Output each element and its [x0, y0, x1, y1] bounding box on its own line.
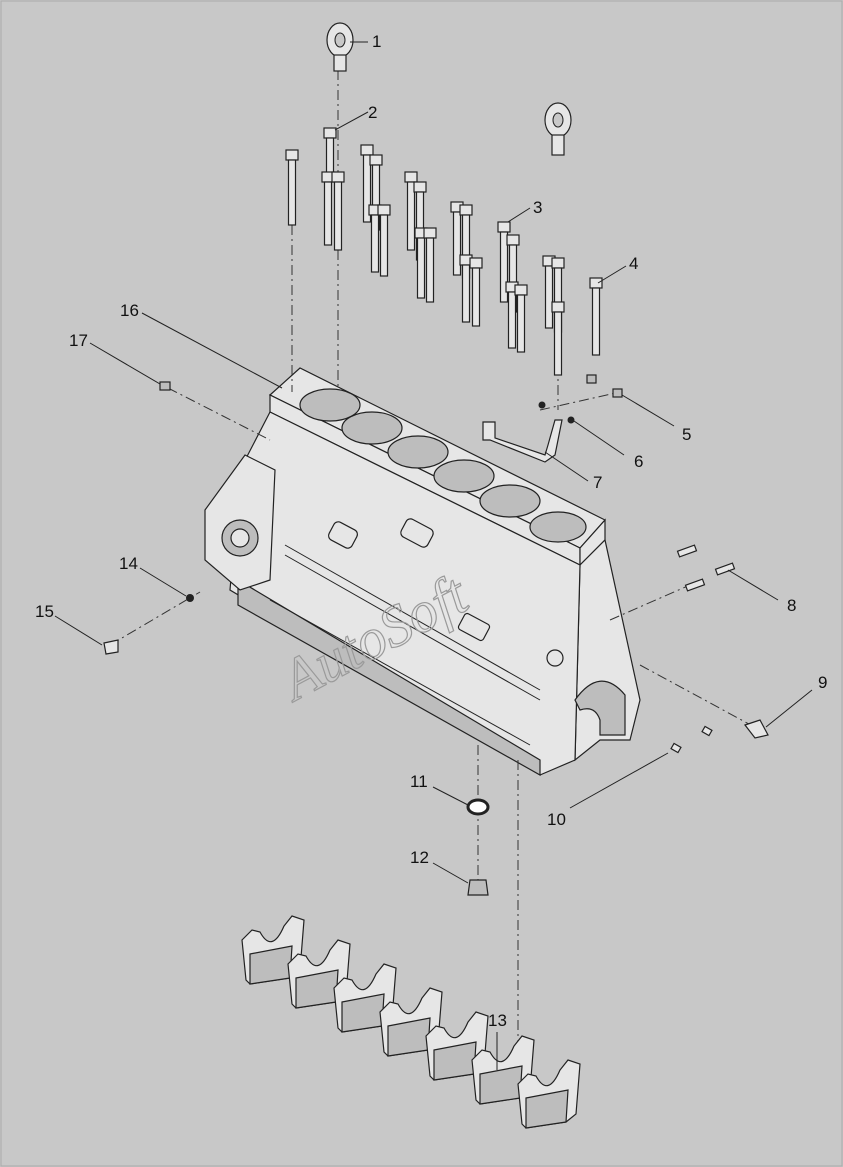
callout-16: 16	[120, 301, 139, 320]
head-bolt	[551, 301, 565, 376]
main-bearing-caps	[241, 915, 581, 1129]
washer-6	[567, 416, 575, 424]
head-bolt	[414, 227, 428, 299]
head-bolt	[469, 257, 483, 327]
head-bolt	[497, 221, 511, 303]
callout-6: 6	[634, 452, 643, 471]
plug-5a	[586, 374, 597, 384]
head-bolt	[285, 149, 299, 226]
head-bolt	[360, 144, 374, 223]
plug-15	[103, 639, 119, 655]
lifting-eye-2	[544, 102, 572, 156]
cylinder-bores	[299, 388, 587, 543]
dowel-9	[744, 719, 769, 739]
callout-8: 8	[787, 596, 796, 615]
callout-5: 5	[682, 425, 691, 444]
stud-8b	[684, 578, 706, 592]
pin-10	[670, 742, 682, 754]
callout-17: 17	[69, 331, 88, 350]
callout-10: 10	[547, 810, 566, 829]
head-bolt	[589, 277, 603, 356]
callout-numbers: 1 2 3 4 5 6 7 8 9 10 11 12 13 14 15 16 1…	[35, 32, 827, 1030]
callout-3: 3	[533, 198, 542, 217]
callout-7: 7	[593, 473, 602, 492]
callout-leaders	[54, 41, 813, 1070]
seal-14	[186, 594, 194, 602]
head-bolt	[514, 284, 528, 353]
callout-14: 14	[119, 554, 138, 573]
head-bolt	[423, 227, 437, 303]
callout-12: 12	[410, 848, 429, 867]
stud-8a	[676, 544, 698, 558]
lifting-eye-1	[326, 22, 354, 72]
cylinder-block	[204, 367, 641, 777]
callout-11: 11	[410, 772, 428, 791]
callout-9: 9	[818, 673, 827, 692]
head-bolt	[505, 281, 519, 349]
stud-8c	[714, 562, 736, 576]
plug-5	[612, 388, 623, 398]
callout-15: 15	[35, 602, 54, 621]
bracket-7	[482, 419, 563, 463]
seal-ring-11	[466, 798, 490, 816]
head-bolt	[331, 171, 345, 251]
callout-13: 13	[488, 1011, 507, 1030]
callout-1: 1	[372, 32, 381, 51]
callout-4: 4	[629, 254, 638, 273]
head-bolt	[377, 204, 391, 277]
plug-17	[159, 381, 171, 391]
head-bolt	[404, 171, 418, 251]
head-bolt	[459, 254, 473, 323]
main-bearing-cap	[517, 1059, 581, 1129]
small-parts	[103, 374, 769, 896]
callout-2: 2	[368, 103, 377, 122]
cylinder-head-bolts	[285, 127, 603, 376]
drain-plug-12	[467, 879, 489, 896]
